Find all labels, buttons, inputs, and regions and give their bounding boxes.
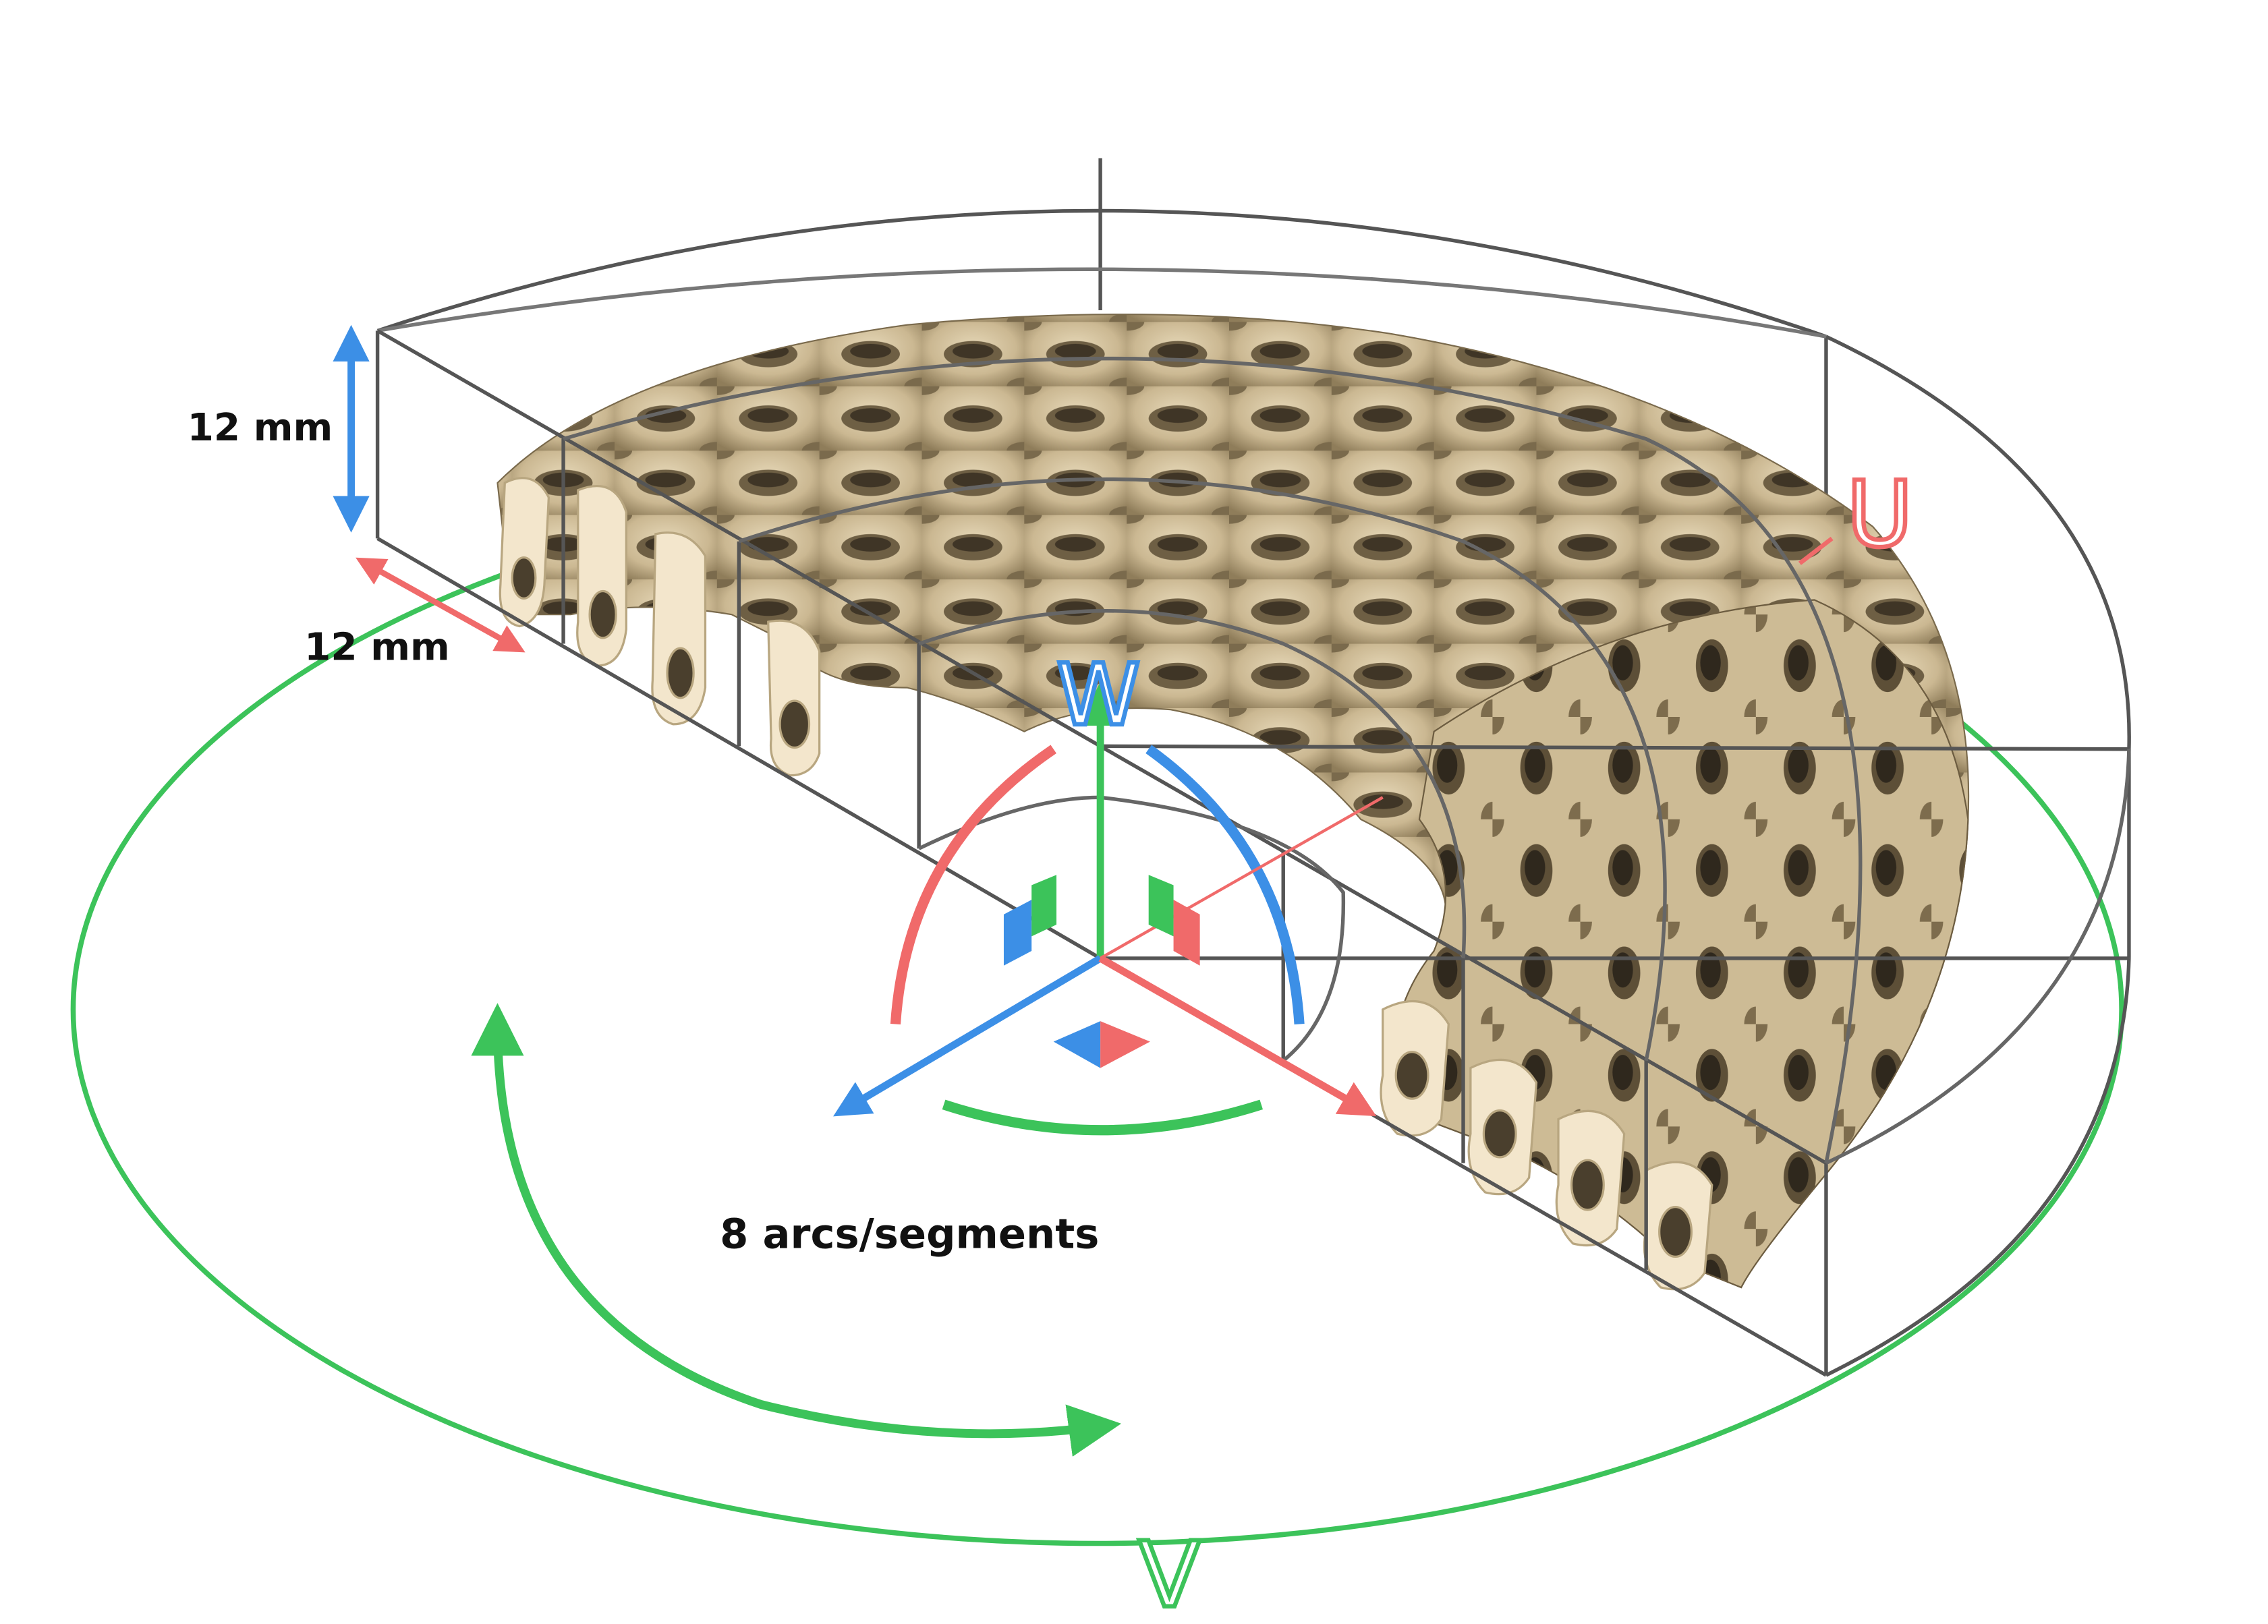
bounding-grid-front (376, 329, 2131, 1377)
width-label: 12 mm (304, 625, 450, 669)
axis-w-label: W (1056, 645, 1140, 745)
lattice-cut-left (499, 477, 821, 777)
segments-label: 8 arcs/segments (720, 1211, 1099, 1258)
u-axis-tick (1798, 536, 1834, 565)
axis-v-label: V (1139, 1522, 1201, 1624)
lattice-cut-right (1380, 1000, 1713, 1291)
height-label: 12 mm (188, 406, 333, 450)
rotation-arrow-icon (471, 1003, 1122, 1457)
axis-u-label: U (1846, 461, 1912, 567)
bounding-grid-back (375, 158, 2131, 958)
width-dimension-arrow (356, 557, 526, 653)
